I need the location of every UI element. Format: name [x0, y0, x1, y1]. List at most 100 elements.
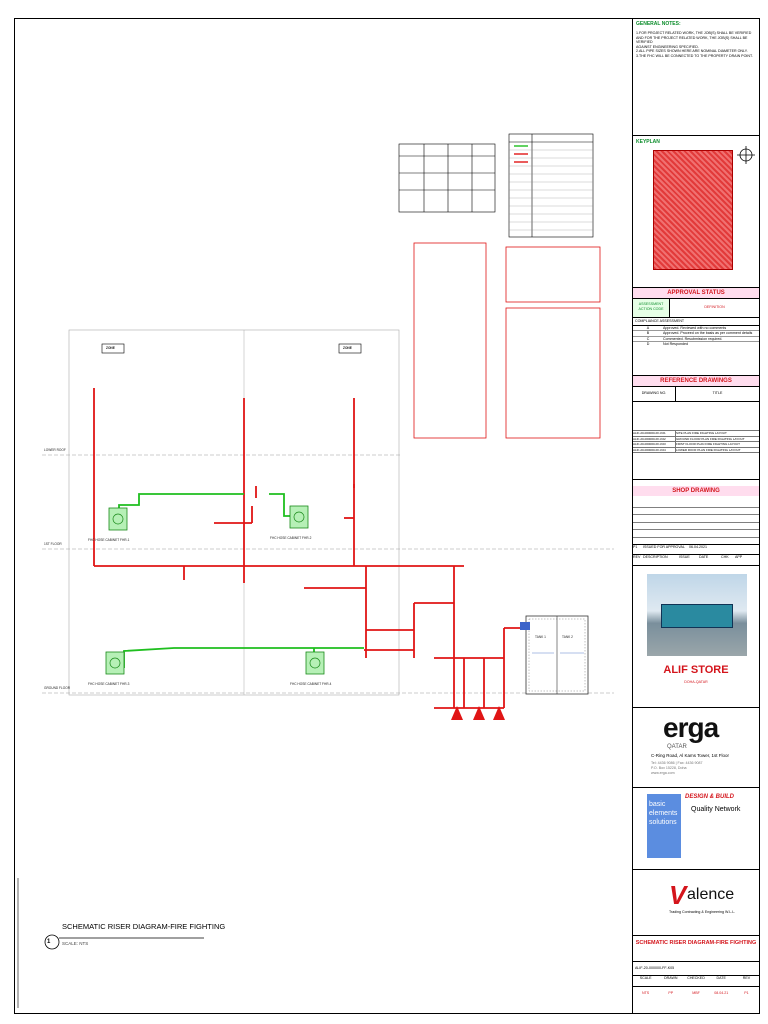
drawing-area: LOWER ROOF 1ST FLOOR GROUND FLOOR ZONE Z…: [14, 18, 632, 1014]
footer-value-checked: MBF: [692, 991, 700, 995]
hose-branch-pipe-1: [118, 493, 244, 523]
contractor-name: alence: [687, 886, 735, 903]
reference-title: LOWER ROOF PLAN FIRE FIGHTING LAYOUT: [676, 447, 741, 452]
keyplan-section: KEYPLAN: [633, 136, 759, 288]
approval-text: Approved. Reviewed with no comments: [663, 325, 727, 330]
level-label-ground-floor: GROUND FLOOR: [44, 686, 71, 690]
hose-cabinet-fhr-4: [305, 651, 325, 675]
reference-row: ALIF-20-000000-FF-K01 SITE PLAN FIRE FIG…: [633, 430, 759, 436]
hose-cabinet-label-2: FHC HOSE CABINET FHR-2: [270, 536, 312, 540]
approval-text: Commented. Resubmission required.: [663, 336, 723, 341]
reference-title: GROUND FLOOR PLAN FIRE FIGHTING LAYOUT: [676, 436, 745, 441]
consultant-logo-line-1: basic: [649, 801, 666, 808]
consultant-logo: basic elements solutions: [647, 794, 681, 858]
schedule-table: [398, 143, 496, 213]
tank-label-2: TANK 2: [562, 635, 573, 639]
hose-cabinet-fhr-1: [108, 507, 128, 531]
client-country: QATAR: [667, 744, 687, 750]
view-number-bubble: [44, 934, 60, 950]
level-label-lower-roof: LOWER ROOF: [44, 448, 66, 452]
client-section: erga QATAR C-Ring Road, Al Kams Tower, 1…: [633, 708, 759, 788]
drawing-sheet-border: [14, 18, 760, 1014]
sheet-title: SCHEMATIC RISER DIAGRAM-FIRE FIGHTING: [635, 940, 757, 946]
contractor-subtitle: Trading Contracting & Engineering W.L.L.: [669, 910, 736, 914]
revision-grid: [633, 500, 759, 544]
general-notes-section: GENERAL NOTES: 1.FOR PROJECT RELATED WOR…: [633, 18, 759, 136]
building-facade: [661, 604, 733, 628]
general-notes-line-3: AGAINST ENGINEERING SPECIFIED.: [636, 44, 699, 49]
client-line-3: www.erga.com: [651, 771, 675, 775]
approval-code: B: [646, 331, 650, 335]
revision-header: REV DESCRIPTION ISSUE DATE CHK APP: [633, 554, 759, 566]
fire-pump-diesel: [493, 706, 505, 720]
sheet-title-section: SCHEMATIC RISER DIAGRAM-FIRE FIGHTING: [633, 936, 759, 962]
footer-label-checked: CHECKED: [687, 976, 705, 980]
revision-date: 06.04.2021: [689, 545, 707, 549]
doc-number-section: ALIF-20-000000-FF-K05: [633, 962, 759, 976]
hose-cabinet-fhr-3: [105, 651, 125, 675]
footer-label-rev: REV: [742, 976, 751, 980]
client-line-1: Tel: 4436 9086 | Fax: 4436 9087: [651, 761, 703, 765]
footer-value-rev: P1: [744, 991, 749, 995]
approval-text: Approved. Proceed on the basis as per co…: [663, 331, 753, 335]
approval-code: C: [646, 336, 650, 341]
revision-col-issue: ISSUE: [679, 555, 690, 559]
contractor-section: V alence Trading Contracting & Engineeri…: [633, 870, 759, 936]
hose-cabinet-label-3: FHC HOSE CABINET FHR-3: [88, 682, 130, 686]
tank-label-1: TANK 1: [535, 635, 546, 639]
shop-drawing-section: SHOP DRAWING P1 ISSUED FOR APPROVAL 06.0…: [633, 480, 759, 566]
approval-status-heading: APPROVAL STATUS: [633, 288, 759, 298]
revision-row: P1 ISSUED FOR APPROVAL 06.04.2021: [633, 544, 759, 555]
tank-inlet-valve: [520, 622, 530, 630]
keyplan-site-hatch: [653, 150, 733, 270]
reference-no: ALIF-20-000000-FF-K03: [633, 442, 676, 447]
reference-row: ALIF-20-000000-FF-K04 LOWER ROOF PLAN FI…: [633, 446, 759, 453]
reference-no: ALIF-20-000000-FF-K01: [633, 431, 676, 436]
design-build-tag: DESIGN & BUILD: [685, 794, 735, 800]
general-notes-line-4: 2.ALL PIPE SIZES SHOWN HERE ARE NOMINAL …: [636, 49, 748, 53]
doc-number: ALIF-20-000000-FF-K05: [635, 966, 675, 970]
approval-code: A: [646, 325, 650, 330]
footer-value-drawn: PP: [668, 991, 674, 995]
general-notes-heading: GENERAL NOTES:: [636, 21, 681, 27]
project-location: DOHA-QATAR: [684, 680, 708, 684]
north-arrow-icon: [737, 146, 755, 164]
footer-section: SCALE DRAWN CHECKED DATE REV NTS PP MBF …: [633, 976, 759, 1012]
reference-title: FIRST FLOOR PLAN FIRE FIGHTING LAYOUT: [676, 442, 740, 446]
hose-cabinet-fhr-2: [289, 505, 309, 529]
approval-col-code: ASSESSMENT ACTION CODE: [633, 299, 670, 317]
hose-cabinet-label-4: FHC HOSE CABINET FHR-4: [290, 682, 332, 686]
consultant-logo-line-2: elements: [649, 810, 678, 817]
hose-reel-symbol: [109, 657, 121, 669]
spec-callout-box-1: [413, 242, 487, 439]
reference-col-no: DRAWING NO.: [633, 387, 676, 401]
approval-row: B Approved. Proceed on the basis as per …: [633, 331, 759, 337]
level-label-first-floor: 1ST FLOOR: [44, 542, 62, 546]
approval-code: D: [646, 342, 650, 346]
approval-text: Not Responded: [663, 342, 688, 346]
revision-desc: ISSUED FOR APPROVAL: [643, 545, 685, 549]
project-name: ALIF STORE: [663, 664, 729, 676]
hose-reel-symbol: [309, 657, 321, 669]
zone-tag-label-1: ZONE: [106, 346, 115, 350]
footer-label-date: DATE: [716, 976, 726, 980]
revision-col-rev: REV: [633, 555, 641, 559]
revision-col-desc: DESCRIPTION: [643, 555, 668, 559]
reference-no: ALIF-20-000000-FF-K02: [633, 436, 676, 441]
view-number: 1: [47, 939, 51, 945]
hose-cabinet-label-1: FHC HOSE CABINET FHR-1: [88, 538, 130, 542]
revision-col-date: DATE: [699, 555, 709, 559]
reference-no: ALIF-20-000000-FF-K04: [633, 447, 676, 452]
quality-network-text: Quality Network: [691, 806, 741, 813]
compliance-assessment: COMPLIANCE ASSESSMENT: [633, 318, 759, 326]
project-rendering-image: [647, 574, 747, 656]
general-notes-line-1: 1.FOR PROJECT RELATED WORK, THE JOB(S) S…: [636, 31, 752, 35]
keyplan-heading: KEYPLAN: [636, 139, 660, 145]
legend-table: [508, 133, 594, 238]
title-block: GENERAL NOTES: 1.FOR PROJECT RELATED WOR…: [632, 18, 760, 1014]
footer-label-scale: SCALE: [639, 976, 652, 980]
consultant-section: basic elements solutions DESIGN & BUILD …: [633, 788, 759, 870]
client-line-2: P.O. Box 15228, Doha: [651, 766, 687, 770]
general-notes-line-5: 3.THE FHC WILL BE CONNECTED TO THE PROPE…: [636, 53, 753, 58]
hose-reel-symbol: [112, 513, 124, 525]
